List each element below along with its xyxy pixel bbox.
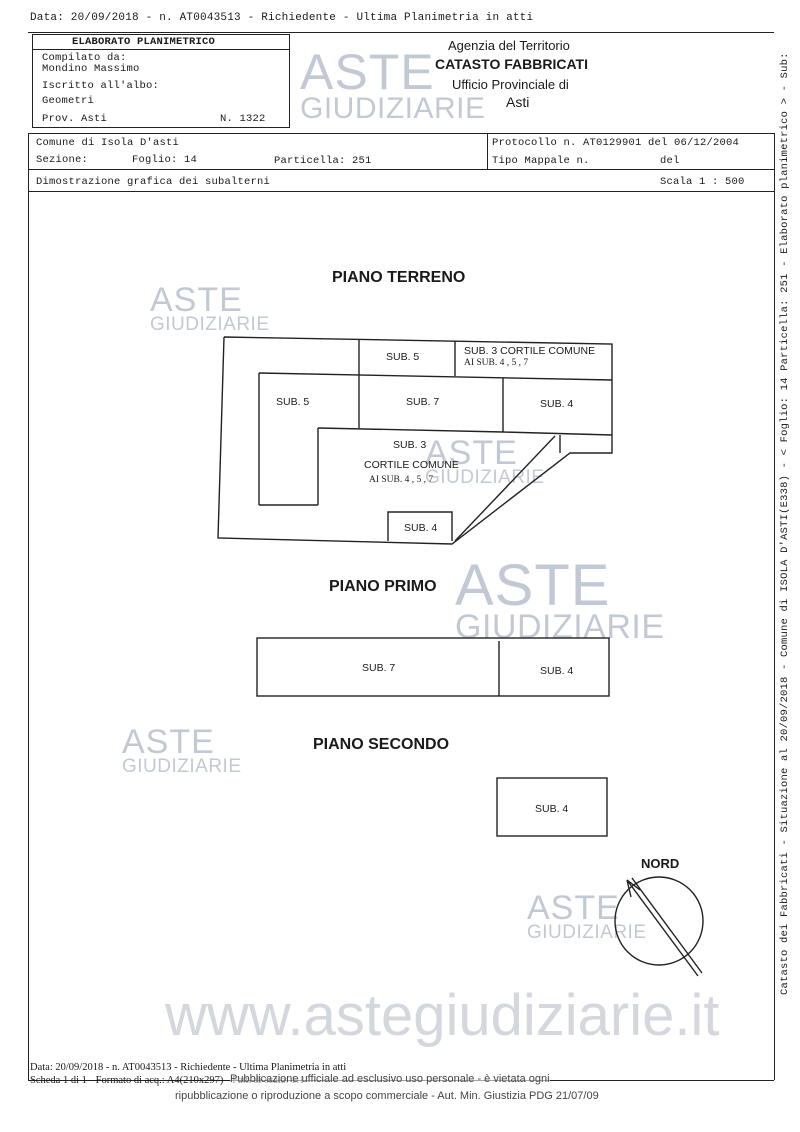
del-label: del [660,155,680,167]
floor-title-primo: PIANO PRIMO [329,578,437,595]
label-terreno-sub5-left: SUB. 5 [276,396,310,408]
label-terreno-sub3-top-2: AI SUB. 4 , 5 , 7 [464,358,529,368]
particella-value: Particella: 251 [274,155,372,167]
watermark-1: ASTE GIUDIZIARIE [150,281,270,335]
elaborato-box [32,34,290,128]
compilato-label: Compilato da: [42,52,127,64]
label-terreno-sub3-mid-2: CORTILE COMUNE [364,459,459,471]
label-secondo-sub4: SUB. 4 [535,803,569,815]
agency-line1: Agenzia del Territorio [448,38,570,53]
label-primo-sub4: SUB. 4 [540,665,574,677]
terreno-top-row-line [258,372,613,381]
iscritto-label: Iscritto all'albo: [42,80,160,92]
north-tip-1 [626,879,632,898]
secondo-outline [496,777,608,837]
watermark-5: ASTE GIUDIZIARIE [527,889,647,943]
info-mid-line [28,169,774,170]
label-terreno-sub3-mid-1: SUB. 3 [393,439,427,451]
prov-value: Prov. Asti [42,113,108,125]
foglio-value: Foglio: 14 [132,154,198,166]
agency-line3: Ufficio Provinciale di [452,77,569,92]
footer-line2: Scheda 1 di 1 - Formato di acq.: A4(210x… [30,1075,305,1086]
frame-top-line [28,32,774,33]
north-line-1 [626,879,699,977]
watermark-2: ASTE GIUDIZIARIE [425,434,545,488]
label-terreno-sub5-top: SUB. 5 [386,351,420,363]
primo-outline [256,637,610,697]
north-tip-2 [626,879,641,891]
elaborato-box-divider [32,49,290,50]
label-terreno-sub3-mid-3: AI SUB. 4 , 5 , 7 [369,475,434,485]
side-vertical-text: Catasto dei Fabbricati - Situazione al 2… [779,52,791,995]
dimostrazione-label: Dimostrazione grafica dei subalterni [36,176,271,188]
footer-notice-1: Pubblicazione ufficiale ad esclusivo uso… [230,1073,550,1085]
label-terreno-sub3-top-1: SUB. 3 CORTILE COMUNE [464,345,596,357]
frame-left-line [28,191,29,1080]
info-left-line [28,133,29,191]
info-divider-line [487,133,488,169]
info-top-line [28,133,774,134]
frame-right-line [774,191,775,1080]
north-circle [614,876,704,966]
agency-line2: CATASTO FABBRICATI [435,56,588,72]
watermark-site: www.astegiudiziarie.it [165,983,720,1048]
tipo-mappale-label: Tipo Mappale n. [492,155,590,167]
footer-line1: Data: 20/09/2018 - n. AT0043513 - Richie… [30,1062,347,1073]
sezione-label: Sezione: [36,154,89,166]
comune-value: Comune di Isola D'asti [36,137,180,149]
label-terreno-sub4-right: SUB. 4 [540,398,574,410]
nord-label: NORD [641,856,680,871]
terreno-outline [217,336,613,545]
iscritto-value: Geometri [42,95,95,107]
agency-line4: Asti [506,94,530,110]
footer-notice-2: ripubblicazione o riproduzione a scopo c… [175,1090,599,1102]
sub4-bottom-wall [502,431,613,436]
courtyard-top-wall [317,427,504,433]
floor-title-secondo: PIANO SECONDO [313,736,450,753]
header-line: Data: 20/09/2018 - n. AT0043513 - Richie… [30,12,534,24]
protocollo-value: Protocollo n. AT0129901 del 06/12/2004 [492,137,740,149]
label-terreno-sub7: SUB. 7 [406,396,440,408]
north-line-2 [631,877,703,974]
sub4-bottom-room [387,511,453,541]
label-primo-sub7: SUB. 7 [362,662,396,674]
info-right-line [774,133,775,191]
elaborato-title: ELABORATO PLANIMETRICO [72,36,216,48]
scala-value: Scala 1 : 500 [660,176,745,188]
watermark-4: ASTE GIUDIZIARIE [122,723,242,777]
watermark-header: ASTE GIUDIZIARIE [300,44,486,125]
compilato-name: Mondino Massimo [42,63,140,75]
info-bottom-line [28,191,774,192]
courtyard-diagonal [454,435,556,542]
label-terreno-sub4-bottom: SUB. 4 [404,522,438,534]
numero-value: N. 1322 [220,113,266,125]
floor-title-terreno: PIANO TERRENO [332,269,466,286]
